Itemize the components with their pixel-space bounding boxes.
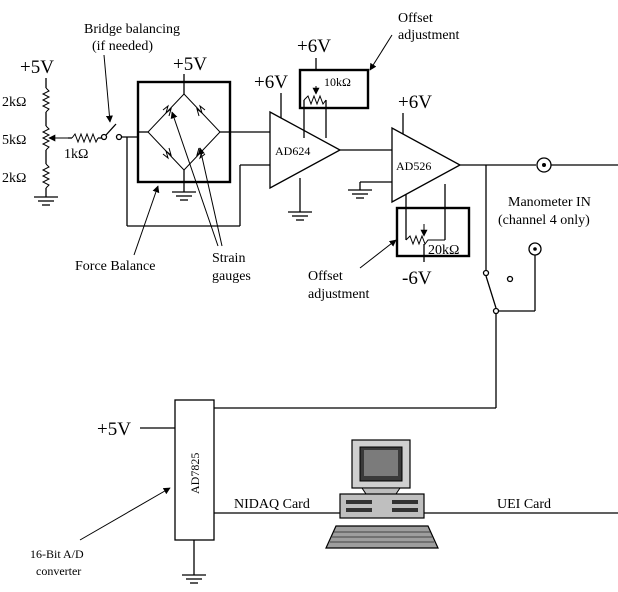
ad624-amplifier: +6V AD624 bbox=[254, 72, 342, 221]
force-balance-label: Force Balance bbox=[75, 259, 155, 274]
ad7825-adc: +5V AD7825 16-Bit A/D converter bbox=[30, 399, 215, 584]
ad7825-box bbox=[174, 399, 215, 541]
ad7825-label: AD7825 bbox=[188, 453, 202, 494]
resistor-series-1k bbox=[71, 132, 99, 144]
resistor-bottom-label: 2kΩ bbox=[2, 171, 26, 186]
strain-gauges-label: Strain bbox=[212, 251, 245, 266]
bridge-supply-label: +5V bbox=[173, 54, 207, 75]
bridge-balancing-label: Bridge balancing bbox=[84, 22, 180, 37]
offset1-box bbox=[298, 68, 370, 110]
ground-symbol bbox=[34, 196, 58, 206]
ad624-label: AD624 bbox=[275, 144, 310, 158]
adc-desc-label: 16-Bit A/D bbox=[30, 547, 84, 561]
resistor-series-label: 1kΩ bbox=[64, 147, 88, 162]
strain-gauges-sub: gauges bbox=[212, 269, 251, 284]
ad526-supply-label: +6V bbox=[398, 92, 432, 113]
offset-adjust-2: 20kΩ -6V Offset adjustment bbox=[308, 184, 471, 302]
channel-switch bbox=[485, 275, 497, 309]
voltage-divider: +5V 2kΩ 5kΩ 2kΩ 1kΩ Bridge balancing (if… bbox=[2, 22, 180, 206]
potentiometer-5k bbox=[41, 125, 51, 151]
left-supply-label: +5V bbox=[20, 57, 54, 78]
resistor-bottom bbox=[41, 163, 51, 189]
offset2-label: Offset bbox=[308, 269, 343, 284]
bridge-balance-switch bbox=[105, 123, 117, 136]
potentiometer-label: 5kΩ bbox=[2, 133, 26, 148]
adc-supply-label: +5V bbox=[97, 419, 131, 440]
offset2-resistor-label: 20kΩ bbox=[428, 243, 459, 258]
force-balance-box bbox=[136, 80, 232, 184]
offset2-supply-label: -6V bbox=[402, 268, 432, 289]
uei-card-label: UEI Card bbox=[497, 497, 551, 512]
offset-adjust-1: +6V 10kΩ Offset adjustment bbox=[297, 11, 460, 138]
ad526-label: AD526 bbox=[396, 159, 431, 173]
manometer-label: Manometer IN bbox=[508, 195, 591, 210]
ad624-supply-label: +6V bbox=[254, 72, 288, 93]
offset2-box bbox=[395, 206, 471, 258]
offset2-sub: adjustment bbox=[308, 287, 370, 302]
adc-desc-sub: converter bbox=[36, 564, 81, 578]
offset1-resistor-label: 10kΩ bbox=[324, 75, 351, 89]
nidaq-card-label: NIDAQ Card bbox=[234, 497, 310, 512]
offset1-supply-label: +6V bbox=[297, 36, 331, 57]
computer-icon bbox=[325, 439, 439, 549]
offset1-sub: adjustment bbox=[398, 28, 460, 43]
resistor-top bbox=[41, 87, 51, 113]
offset1-label: Offset bbox=[398, 11, 433, 26]
force-balance-bridge: +5V Force Balance Strain gauges bbox=[75, 54, 251, 284]
manometer-sub: (channel 4 only) bbox=[498, 213, 590, 228]
ad526-amplifier: +6V AD526 bbox=[348, 92, 462, 204]
resistor-top-label: 2kΩ bbox=[2, 95, 26, 110]
bridge-balancing-sub: (if needed) bbox=[92, 39, 153, 54]
